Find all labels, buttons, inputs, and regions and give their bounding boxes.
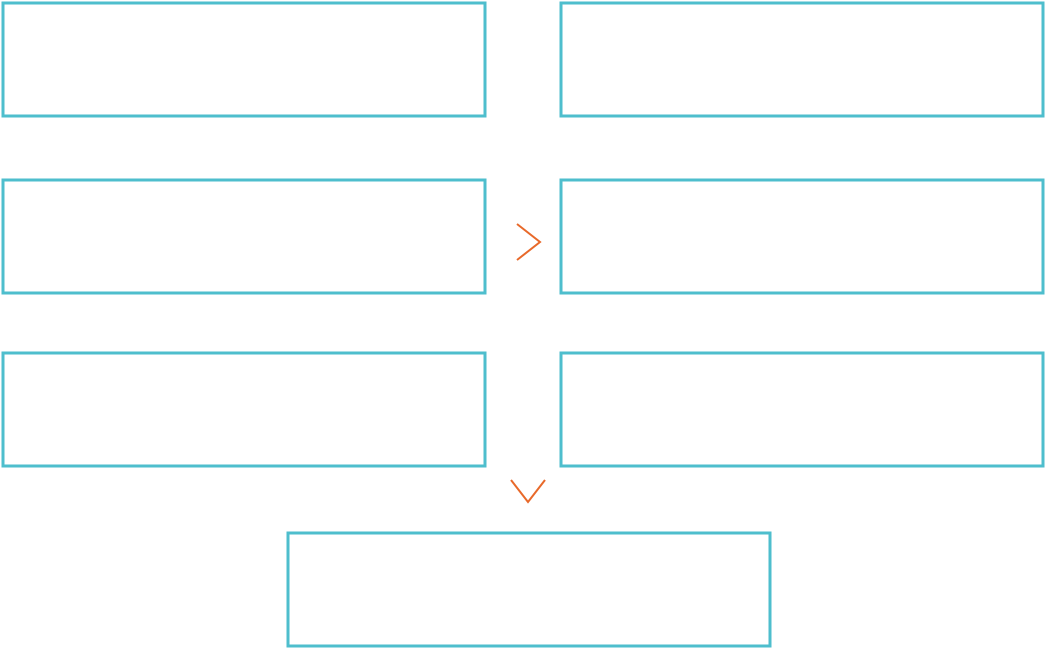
chevron-right-icon — [516, 223, 542, 261]
box-right-3 — [559, 351, 1045, 468]
box-left-2 — [1, 178, 487, 295]
box-left-1 — [1, 1, 487, 118]
box-right-2 — [559, 178, 1045, 295]
box-left-3 — [1, 351, 487, 468]
box-bottom — [286, 531, 772, 648]
diagram-arrows — [510, 223, 546, 504]
box-right-1 — [559, 1, 1045, 118]
chevron-down-icon — [510, 479, 546, 504]
